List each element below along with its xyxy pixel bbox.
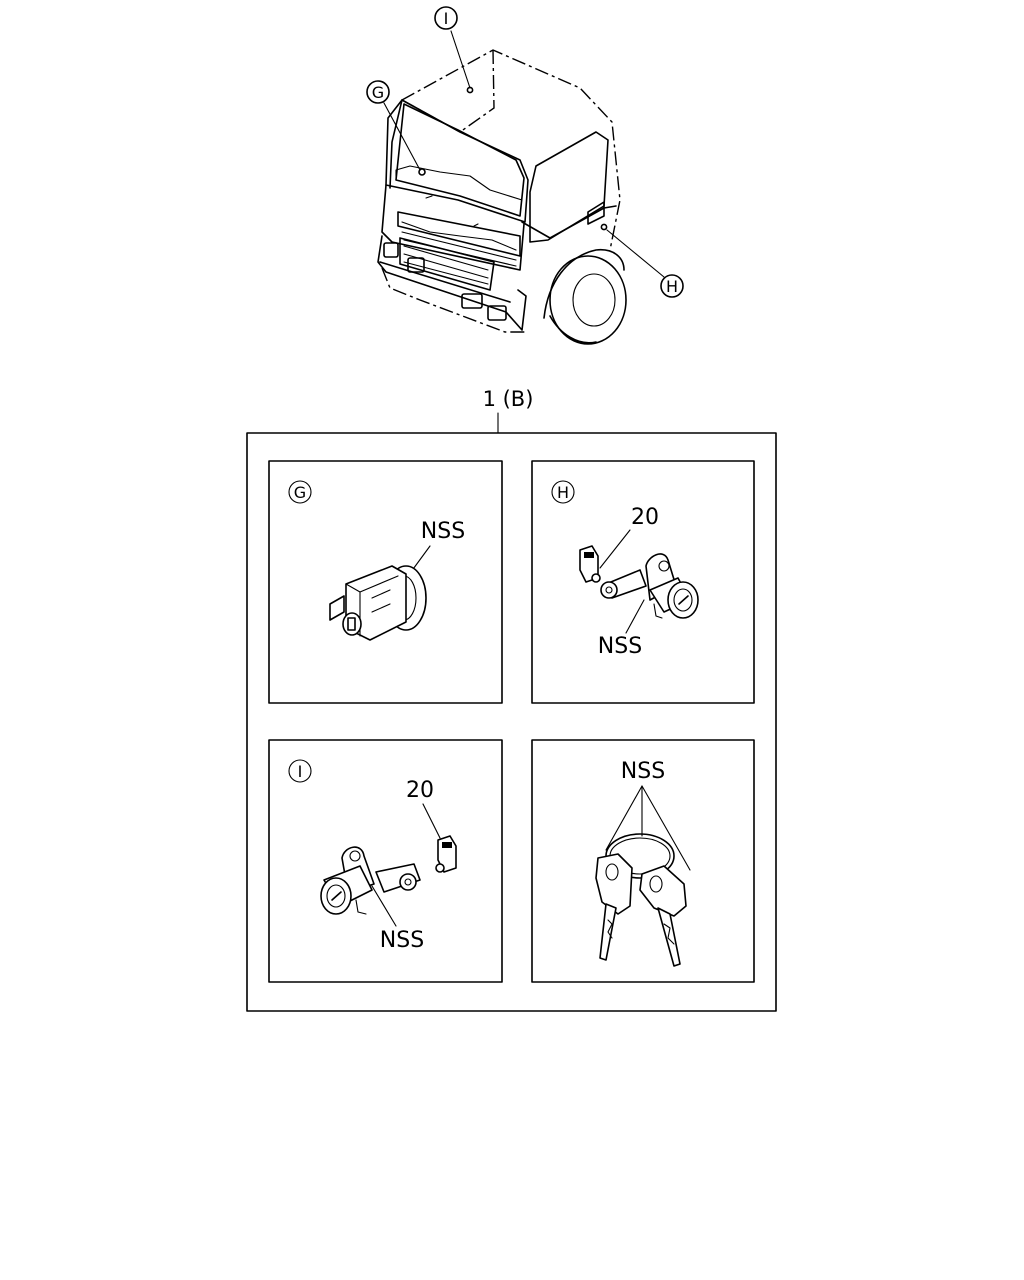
truck-cab-illustration xyxy=(377,49,627,345)
panel-h-part-label: NSS xyxy=(598,634,642,659)
callout-i-letter: I xyxy=(444,9,449,28)
assembly-frame xyxy=(246,432,777,1012)
door-lock-rh xyxy=(579,545,699,619)
callout-h: H xyxy=(606,229,684,298)
panel-g: G NSS xyxy=(268,460,503,704)
panel-keys: NSS xyxy=(531,739,755,983)
callout-i: I xyxy=(434,6,471,89)
callout-g: G xyxy=(366,80,421,171)
panel-i-part-label: NSS xyxy=(380,928,424,953)
ignition-lock-cylinder xyxy=(329,565,427,641)
panel-g-part-label: NSS xyxy=(421,519,465,544)
key-set xyxy=(595,833,687,967)
panel-h-part-number: 20 xyxy=(631,505,659,530)
panel-keys-part-label: NSS xyxy=(621,759,665,784)
door-lock-lh xyxy=(320,835,457,915)
callout-h-letter: H xyxy=(666,277,678,296)
panel-i-marker: I xyxy=(298,762,303,781)
panel-g-marker: G xyxy=(294,483,306,502)
panel-h-marker: H xyxy=(557,483,569,502)
callout-g-letter: G xyxy=(372,83,384,102)
panel-i: I 20 NSS xyxy=(268,739,503,983)
panel-h: H 20 NSS xyxy=(531,460,755,704)
assembly-label: 1 (B) xyxy=(483,387,534,411)
panel-i-part-number: 20 xyxy=(406,778,434,803)
